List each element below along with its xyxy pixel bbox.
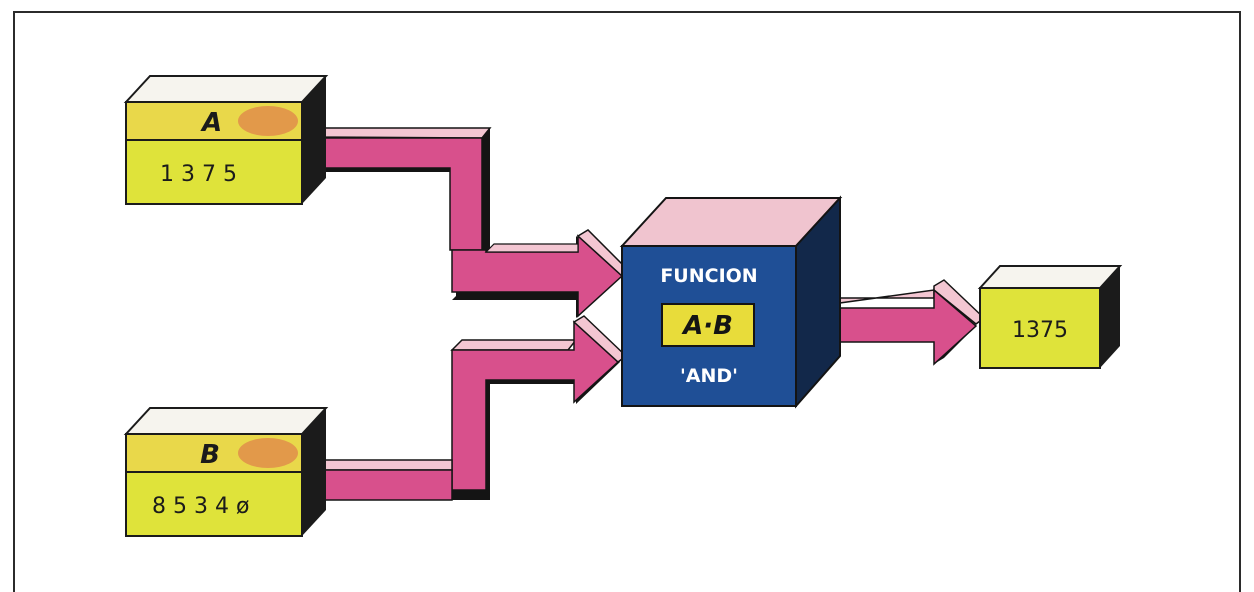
output-box: 1375: [977, 265, 1123, 369]
input-b-letter: B: [200, 440, 220, 470]
input-a-value: 1 3 7 5: [160, 162, 237, 187]
output-value: 1375: [1012, 318, 1068, 343]
input-box-b: B 8 5 3 4 ø: [123, 407, 329, 537]
diagram-frame: [13, 11, 1241, 592]
arrow-b-to-function: [300, 315, 628, 501]
input-box-a: A 1 3 7 5: [123, 75, 329, 205]
input-b-value: 8 5 3 4 ø: [152, 494, 249, 519]
function-expression: A·B: [681, 311, 733, 341]
function-title: FUNCION: [660, 265, 757, 287]
arrow-a-to-function: [300, 127, 630, 318]
function-cube: FUNCION A·B 'AND': [619, 195, 843, 409]
input-a-letter: A: [200, 108, 222, 138]
function-expression-box: [661, 303, 755, 347]
function-name: 'AND': [680, 365, 738, 387]
